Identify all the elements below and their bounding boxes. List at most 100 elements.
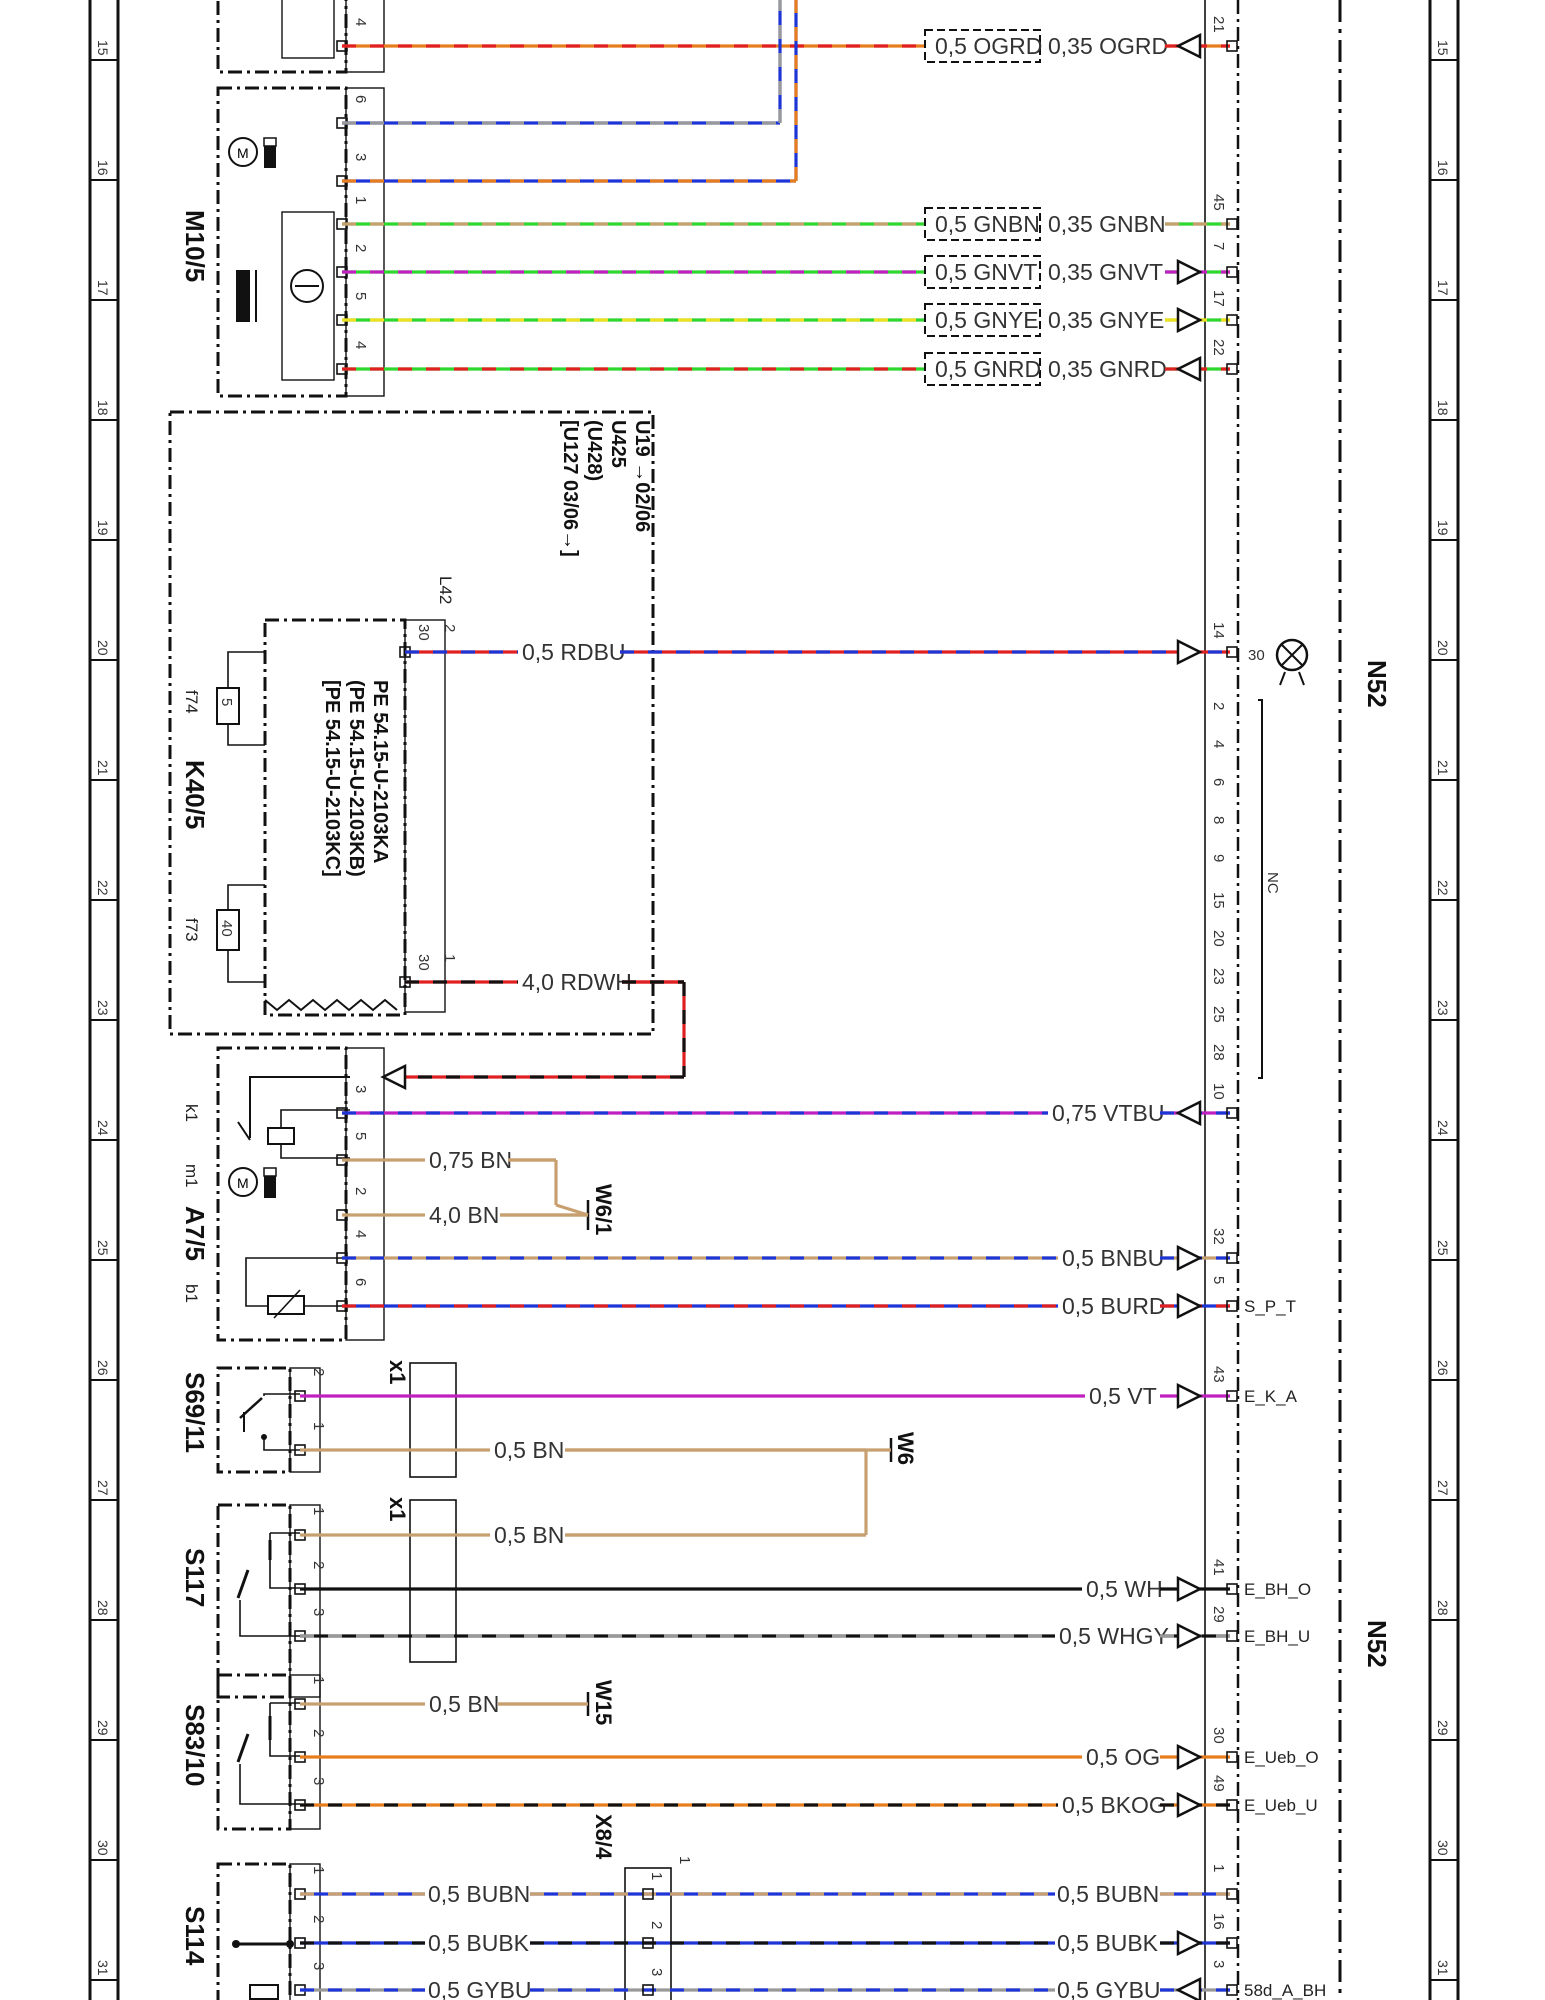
connector-pin-number: 22 (1210, 339, 1227, 356)
pin-terminal (1226, 1300, 1238, 1312)
connector-pin-number: 3 (1210, 1960, 1227, 1968)
nc-pin-number: 15 (1210, 892, 1227, 909)
connector-pin-number: 17 (1210, 290, 1227, 307)
connector-pin-number: 10 (1210, 1083, 1227, 1100)
grid-number-left: 30 (95, 1840, 111, 1856)
source-pin-number: 3 (352, 1085, 369, 1093)
sensor-icon (236, 269, 324, 322)
pin-terminal (1226, 1630, 1238, 1642)
n52-connector: N52 N52 (1204, 0, 1392, 2000)
nc-bracket: NC (1258, 699, 1281, 1079)
svg-text:5: 5 (218, 698, 235, 706)
grid-number-left: 15 (95, 40, 111, 56)
source-pin-number: 1 (352, 196, 369, 204)
aux-pin-number: 2 (441, 624, 458, 632)
wire-label-left: 0,5 OGRD (935, 33, 1042, 59)
x8-4-connector: X8/4 1 (591, 1814, 693, 2000)
s114-label: S114 (180, 1906, 210, 1966)
x8-pin-number: 2 (648, 1921, 665, 1929)
wire-label-right: 0,5 BUBK (1057, 1930, 1159, 1956)
source-pin-number: 5 (352, 1132, 369, 1140)
connector-pin-number: 29 (1210, 1606, 1227, 1623)
grid-number-left: 17 (95, 280, 111, 296)
connector-pin-number: 43 (1210, 1366, 1227, 1383)
wire-label-left: 0,5 GYBU (428, 1977, 532, 2000)
l42-label: L42 (436, 576, 455, 604)
svg-text:1: 1 (676, 1856, 693, 1864)
pin-terminal (1226, 1888, 1238, 1900)
svg-text:W6/1: W6/1 (591, 1184, 616, 1235)
grid-number-left: 19 (95, 520, 111, 536)
wire-label: 0,5 VT (1089, 1383, 1157, 1409)
signal-name: S_P_T (1244, 1297, 1296, 1316)
nc-pin-number: 23 (1210, 968, 1227, 985)
wire-label-right: 0,5 BUBN (1057, 1881, 1159, 1907)
wire-arrow (1176, 1929, 1203, 1957)
ground-w6: W6 (889, 1432, 918, 1465)
thermistor-b1-icon (245, 1257, 350, 1319)
wire-label-left: 0,5 BUBK (428, 1930, 530, 1956)
k40-code-1: U425 (607, 420, 629, 468)
source-pin-number: 3 (352, 153, 369, 161)
pin-terminal (1226, 1583, 1238, 1595)
wire-label: 0,5 BN (494, 1522, 564, 1548)
pin-terminal (1226, 1799, 1238, 1811)
wire-label-left: 0,5 GNRD (935, 356, 1041, 382)
m10-5-label: M10/5 (180, 210, 210, 282)
grid-number-right: 18 (1435, 400, 1451, 416)
wire-label: 0,5 WHGY (1059, 1623, 1169, 1649)
wire-label: 4,0 RDWH (522, 969, 632, 995)
wire-cut-box (924, 255, 1041, 289)
grid-number-right: 24 (1435, 1120, 1451, 1136)
grid-number-right: 21 (1435, 760, 1451, 776)
a7-5-component: M k1 m1 A7/5 b1 (180, 1046, 385, 1342)
pin-terminal (1226, 1252, 1238, 1264)
source-pin-number: 2 (310, 1915, 327, 1923)
pin-terminal (1226, 1390, 1238, 1402)
wire-label: 0,5 BURD (1062, 1293, 1166, 1319)
svg-text:M: M (237, 145, 249, 161)
wire-arrow (1176, 1791, 1203, 1819)
grid-number-right: 31 (1435, 1960, 1451, 1976)
source-pin-number: 4 (352, 341, 369, 349)
svg-text:W15: W15 (591, 1680, 616, 1725)
x8-pin-number: 1 (648, 1872, 665, 1880)
wire-label: 0,5 BN (494, 1437, 564, 1463)
signal-name: E_Ueb_U (1244, 1796, 1318, 1815)
wire-label: 0,75 VTBU (1052, 1100, 1165, 1126)
grid-number-left: 25 (95, 1240, 111, 1256)
grid-number-right: 30 (1435, 1840, 1451, 1856)
wire-arrow (1176, 306, 1203, 334)
wire-label-right: 0,35 GNBN (1048, 211, 1166, 237)
source-pin-number: 30 (415, 954, 432, 971)
wire-arrow (1176, 1382, 1203, 1410)
wire-label: 0,5 OG (1086, 1744, 1160, 1770)
connector-pin-number: 1 (1210, 1864, 1227, 1872)
wire-arrow (1175, 355, 1202, 383)
source-pin-number: 2 (352, 244, 369, 252)
right-grid-strip (1428, 0, 1460, 2000)
wire-label: 0,5 BKOG (1062, 1792, 1167, 1818)
pin-terminal (642, 1984, 654, 1996)
pin-terminal (1226, 1984, 1238, 1996)
pin-terminal (642, 1888, 654, 1900)
wire-label-left: 0,5 GNVT (935, 259, 1037, 285)
aux-pin-number: 1 (441, 954, 458, 962)
wire-arrow (1176, 1244, 1203, 1272)
pin-terminal (1226, 1937, 1238, 1949)
fuse-f74: 5 (216, 651, 265, 746)
grid-number-left: 26 (95, 1360, 111, 1376)
source-pin-number: 6 (352, 1278, 369, 1286)
grid-number-left: 18 (95, 400, 111, 416)
nc-pin-number: 25 (1210, 1006, 1227, 1023)
x1-connector-upper: x1 (385, 1360, 457, 1478)
wire-arrow (1176, 1743, 1203, 1771)
source-pin-number: 5 (352, 292, 369, 300)
svg-text:30: 30 (1248, 647, 1265, 664)
